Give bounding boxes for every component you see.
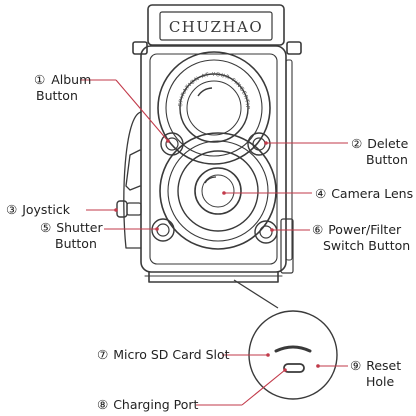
callout-delete-number: ②: [351, 136, 362, 151]
callout-sdslot-number: ⑦: [97, 347, 108, 362]
power-filter-button: [254, 220, 278, 244]
side-edge-right: [285, 59, 293, 261]
callout-lens-line1: Camera Lens: [331, 186, 413, 201]
callout-reset-line1: Reset: [366, 358, 401, 373]
shutter-button: [151, 218, 175, 242]
callout-shutter: ⑤ Shutter Button: [40, 220, 107, 251]
callout-lens-number: ④: [315, 186, 326, 201]
callout-joystick: ③ Joystick: [6, 202, 71, 217]
callout-joystick-number: ③: [6, 202, 17, 217]
callout-sdslot: ⑦ Micro SD Card Slot: [97, 347, 230, 362]
callout-delete: ② Delete Button: [351, 136, 412, 167]
viewing-lens: [157, 51, 271, 165]
callout-album-line2: Button: [36, 88, 78, 103]
charging-port-icon: [283, 363, 305, 373]
callout-reset-line2: Hole: [366, 374, 395, 389]
base-plate: [148, 271, 279, 283]
callout-charging-line1: Charging Port: [113, 397, 198, 412]
brand-plate: [159, 11, 273, 41]
callout-sdslot-line1: Micro SD Card Slot: [113, 347, 229, 362]
callout-delete-line2: Button: [366, 152, 408, 167]
callout-shutter-line2: Button: [55, 236, 97, 251]
side-bracket-right: [280, 218, 294, 274]
joystick-knob: [116, 200, 128, 218]
callout-charging: ⑧ Charging Port: [97, 397, 199, 412]
callout-album-line1: Album: [51, 72, 91, 87]
callout-reset: ⑨ Reset Hole: [350, 358, 405, 389]
callout-power-number: ⑥: [312, 222, 323, 237]
callout-power-line2: Switch Button: [323, 238, 410, 253]
zoom-connector: [233, 279, 279, 309]
callout-lens: ④ Camera Lens: [315, 186, 413, 201]
callout-shutter-line1: Shutter: [56, 220, 103, 235]
brand-label: CHUZHAO: [169, 18, 263, 36]
callout-joystick-line1: Joystick: [21, 202, 70, 217]
micro-sd-slot-icon: [274, 345, 312, 353]
callout-album-number: ①: [34, 72, 45, 87]
leader-lines: [80, 79, 348, 406]
callout-delete-line1: Delete: [367, 136, 408, 151]
callout-reset-number: ⑨: [350, 358, 361, 373]
camera-body: [116, 4, 302, 283]
callout-power-line1: Power/Filter: [328, 222, 402, 237]
front-panel: [149, 53, 278, 265]
album-button: [160, 132, 184, 156]
side-plate-left: [123, 111, 142, 249]
callout-charging-number: ⑧: [97, 397, 108, 412]
strap-lug-left: [132, 41, 148, 55]
strap-lug-right: [286, 41, 302, 55]
callout-album: ① Album Button: [34, 72, 95, 103]
camera-lens-icon: [159, 132, 277, 250]
joystick-base: [126, 202, 142, 216]
callout-power: ⑥ Power/Filter Switch Button: [312, 222, 410, 253]
viewfinder-hood: [147, 4, 285, 46]
crank-arm: [125, 149, 141, 191]
callout-shutter-number: ⑤: [40, 220, 51, 235]
